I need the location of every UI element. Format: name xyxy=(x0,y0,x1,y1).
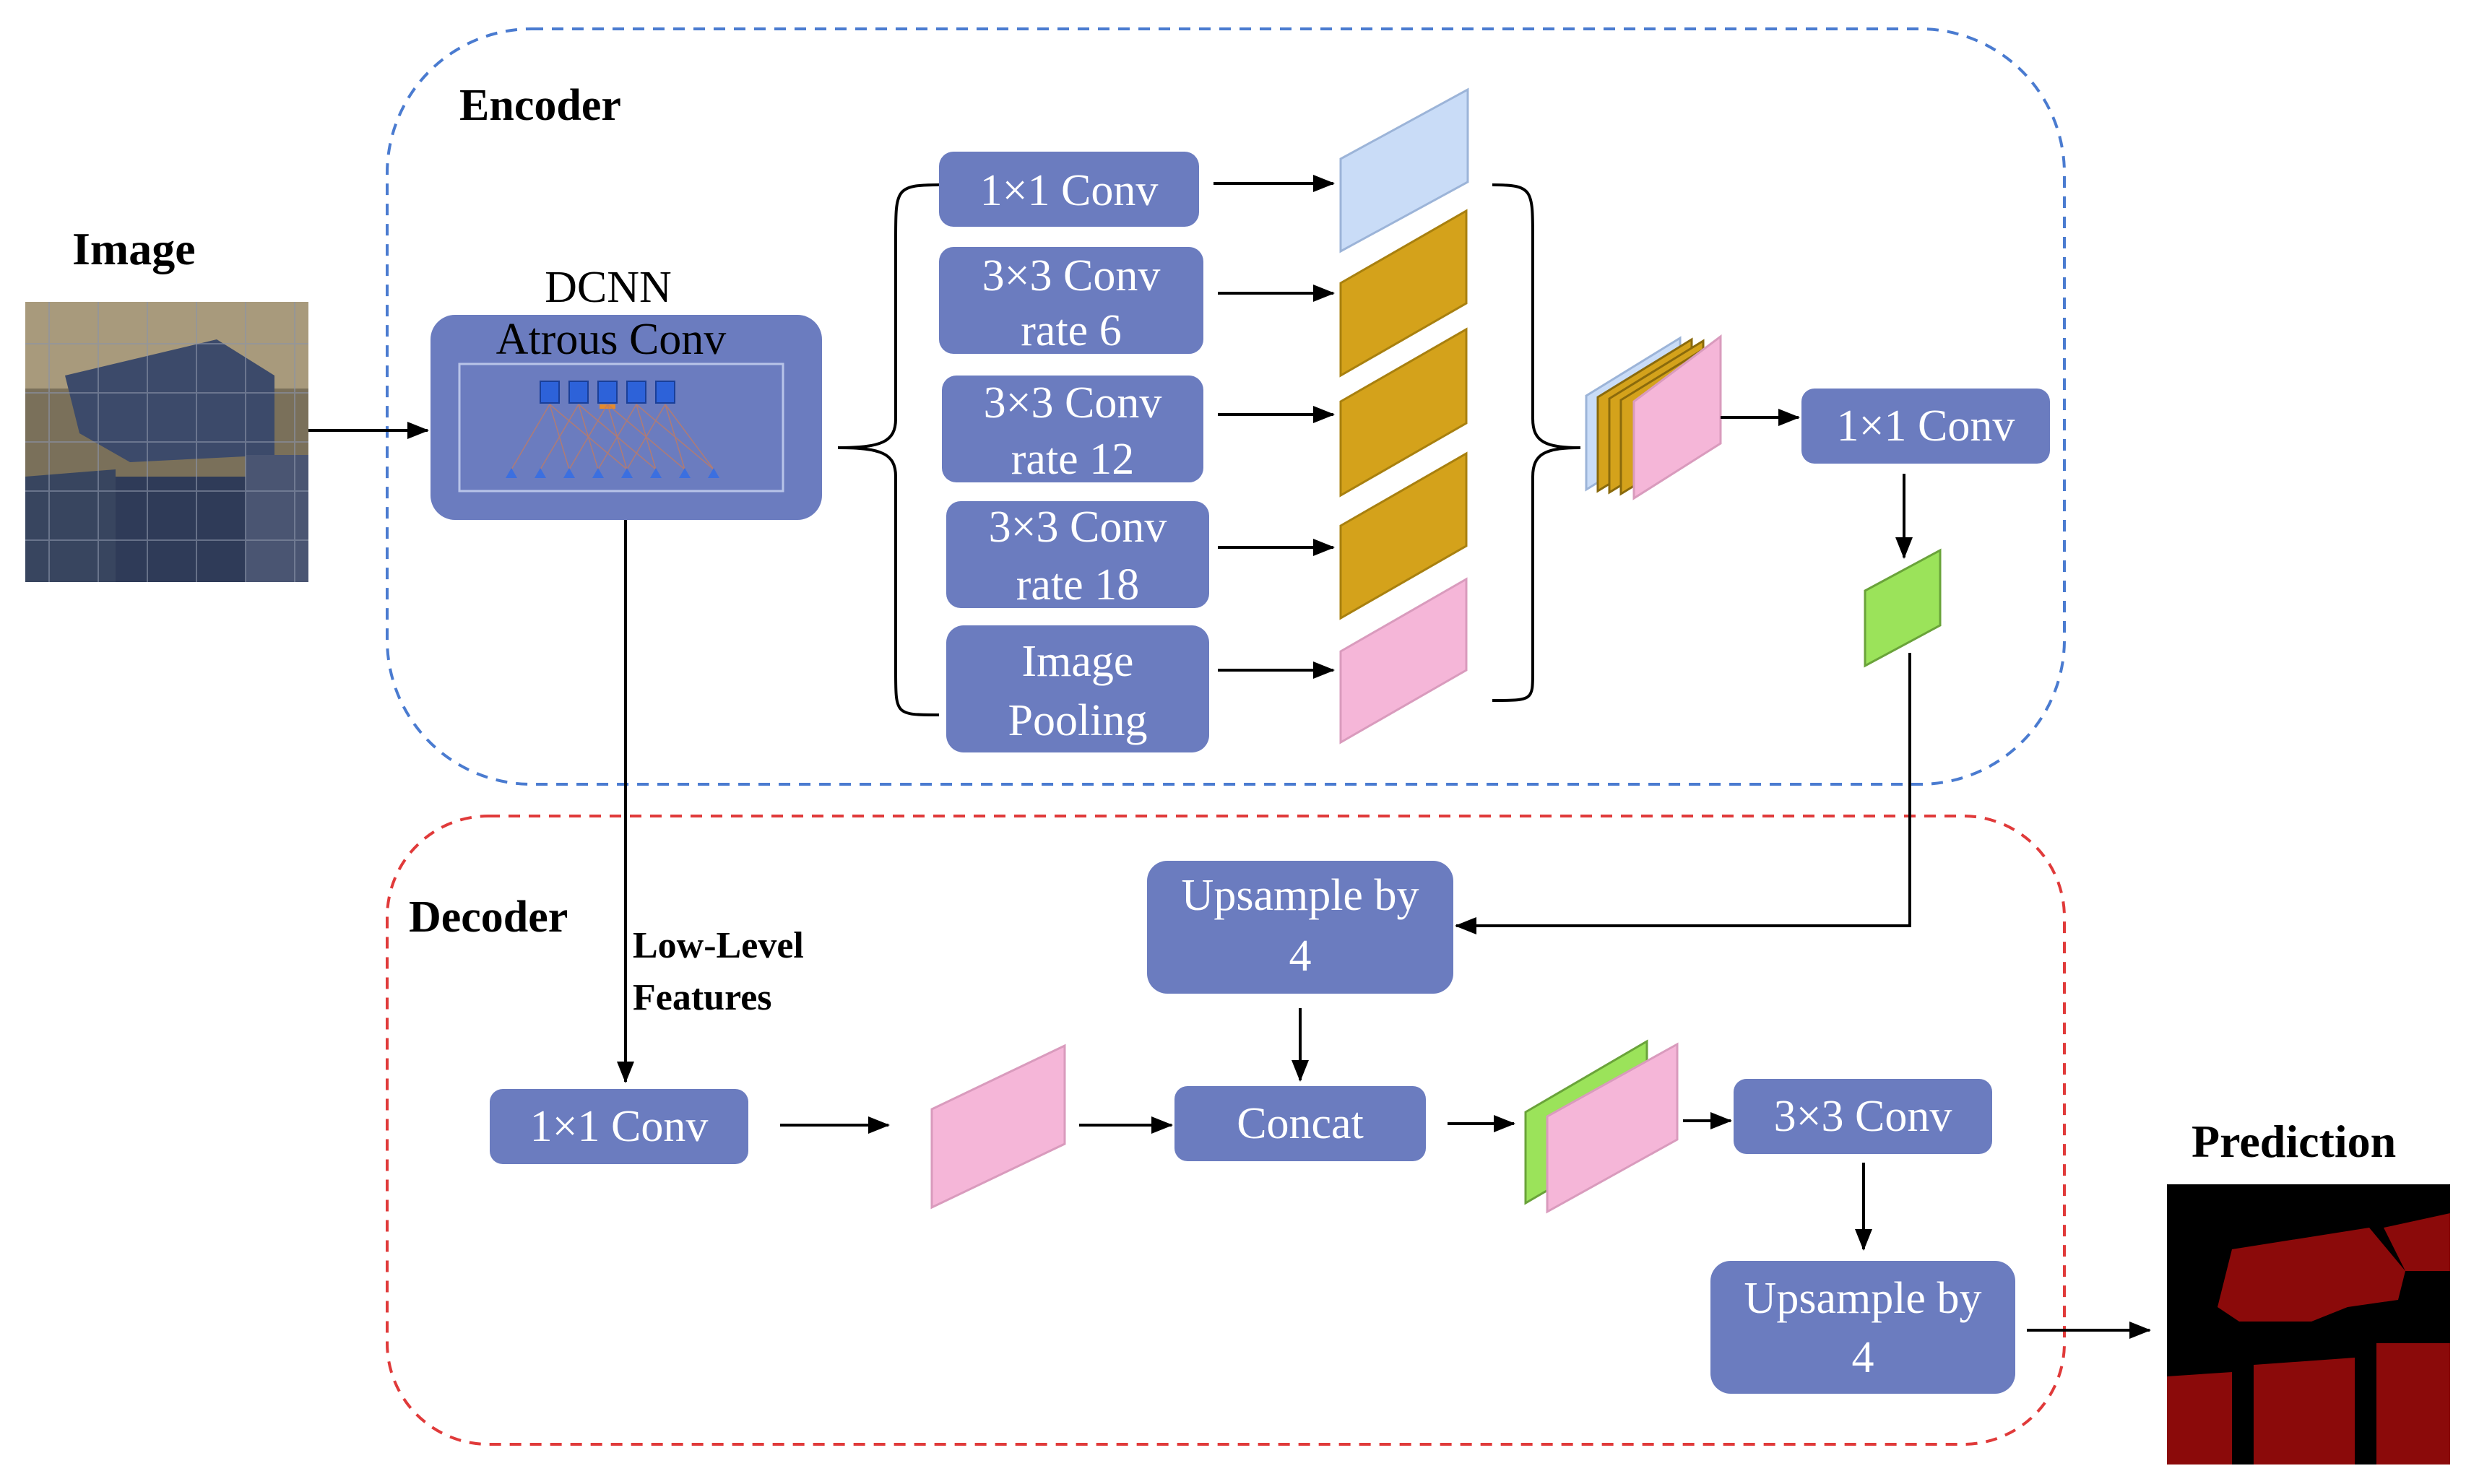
image-label: Image xyxy=(72,223,196,274)
feature-map-green xyxy=(1864,548,1942,668)
atrous-conv-illustration xyxy=(458,363,784,493)
upsample-block-b: Upsample by 4 xyxy=(1710,1261,2015,1394)
svg-text:3×3 Conv: 3×3 Conv xyxy=(984,378,1162,428)
svg-text:Upsample by: Upsample by xyxy=(1182,871,1419,920)
decoder-title: Decoder xyxy=(409,893,568,942)
aspp-left-brace xyxy=(837,183,940,716)
decoder-feature-stack xyxy=(1524,1039,1679,1214)
low-level-label-2: Features xyxy=(633,977,772,1018)
feature-map-blue xyxy=(1339,87,1469,253)
svg-text:4: 4 xyxy=(1852,1333,1874,1382)
feature-map-gold-rate6 xyxy=(1339,209,1468,378)
prediction-mask xyxy=(2167,1184,2450,1465)
feature-map-gold-rate18 xyxy=(1339,451,1468,620)
svg-text:1×1 Conv: 1×1 Conv xyxy=(530,1102,709,1151)
svg-text:3×3 Conv: 3×3 Conv xyxy=(1774,1092,1952,1141)
svg-text:Image: Image xyxy=(1022,637,1134,686)
svg-text:1×1 Conv: 1×1 Conv xyxy=(980,166,1159,215)
decoder-region xyxy=(386,815,2066,1446)
aspp-right-brace xyxy=(1492,183,1581,702)
atrous-conv-label: Atrous Conv xyxy=(496,315,727,364)
low-level-label-1: Low-Level xyxy=(633,925,804,966)
dcnn-label: DCNN xyxy=(545,263,672,312)
svg-text:3×3 Conv: 3×3 Conv xyxy=(989,503,1167,552)
prediction-label: Prediction xyxy=(2192,1116,2396,1167)
svg-text:1×1 Conv: 1×1 Conv xyxy=(1837,402,2015,451)
dcnn-block xyxy=(431,315,822,520)
svg-text:3×3 Conv: 3×3 Conv xyxy=(982,251,1161,300)
svg-text:Upsample by: Upsample by xyxy=(1744,1274,1982,1323)
concat-feature-stack xyxy=(1585,334,1722,500)
conv3x3-rate6-block: 3×3 Conv rate 6 xyxy=(939,247,1203,355)
conv3x3-rate12-block: 3×3 Conv rate 12 xyxy=(942,376,1203,484)
svg-text:Pooling: Pooling xyxy=(1008,696,1148,745)
input-image xyxy=(25,302,308,582)
decoder-conv3x3-block: 3×3 Conv xyxy=(1734,1079,1992,1154)
encoder-region xyxy=(386,27,2066,786)
svg-text:rate 6: rate 6 xyxy=(1021,306,1121,355)
conv1x1-block: 1×1 Conv xyxy=(939,152,1199,227)
feature-map-gold-rate12 xyxy=(1339,327,1468,498)
upsample-block-a: Upsample by 4 xyxy=(1147,861,1453,994)
encoder-title: Encoder xyxy=(459,81,621,130)
svg-text:Concat: Concat xyxy=(1237,1099,1364,1148)
svg-text:rate 18: rate 18 xyxy=(1016,560,1139,609)
low-level-conv1x1-block: 1×1 Conv xyxy=(490,1089,748,1164)
svg-text:4: 4 xyxy=(1289,932,1312,981)
concat-block: Concat xyxy=(1174,1086,1426,1161)
fuse-conv1x1-block: 1×1 Conv xyxy=(1801,389,2050,464)
image-pooling-block: Image Pooling xyxy=(946,625,1209,752)
encoder-output-arrow xyxy=(1455,653,1911,934)
svg-text:rate 12: rate 12 xyxy=(1011,435,1134,484)
feature-map-pink-lowlevel xyxy=(930,1043,1066,1210)
conv3x3-rate18-block: 3×3 Conv rate 18 xyxy=(946,501,1209,609)
feature-map-pink-pooling xyxy=(1339,577,1468,745)
